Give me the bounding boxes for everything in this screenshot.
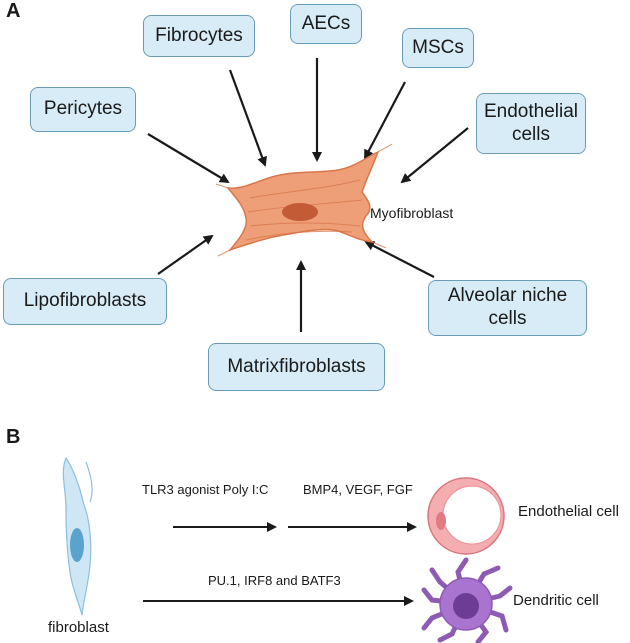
box-fibrocytes: Fibrocytes (143, 15, 255, 57)
arrow-endothelial (400, 127, 469, 184)
myofibroblast-label: Myofibroblast (370, 205, 454, 221)
panel-label-b: B (6, 426, 21, 448)
box-matrixfibroblasts: Matrixfibroblasts (208, 343, 385, 391)
arrow-pericytes (147, 133, 230, 184)
panel-b-arrows (143, 522, 417, 606)
fibroblast-label: fibroblast (48, 619, 109, 636)
arrow-mscs (364, 81, 406, 160)
dendritic-cell-label: Dendritic cell (513, 592, 599, 609)
box-mscs: MSCs (402, 28, 474, 68)
myofibroblast-cell (215, 143, 393, 257)
fibroblast-cell (62, 456, 93, 616)
box-pericytes: Pericytes (30, 87, 136, 132)
endothelial-cell (427, 477, 505, 555)
step2-label: BMP4, VEGF, FGF (303, 482, 413, 497)
arrow-fibrocytes (228, 69, 267, 167)
panel-a-arrows (147, 58, 469, 332)
arrow-alveolar (364, 241, 435, 278)
step1-label: TLR3 agonist Poly I:C (142, 482, 269, 497)
box-lipofibroblasts: Lipofibroblasts (3, 278, 167, 325)
box-alveolar: Alveolar niche cells (428, 280, 587, 336)
panel-label-a: A (6, 0, 21, 22)
endothelial-cell-label: Endothelial cell (518, 503, 619, 520)
dendritic-cell (421, 557, 513, 643)
dendritic-path-label: PU.1, IRF8 and BATF3 (208, 573, 341, 588)
box-endothelial: Endothelial cells (476, 93, 586, 154)
arrow-lipofibroblasts (157, 234, 214, 275)
box-aecs: AECs (290, 4, 362, 44)
